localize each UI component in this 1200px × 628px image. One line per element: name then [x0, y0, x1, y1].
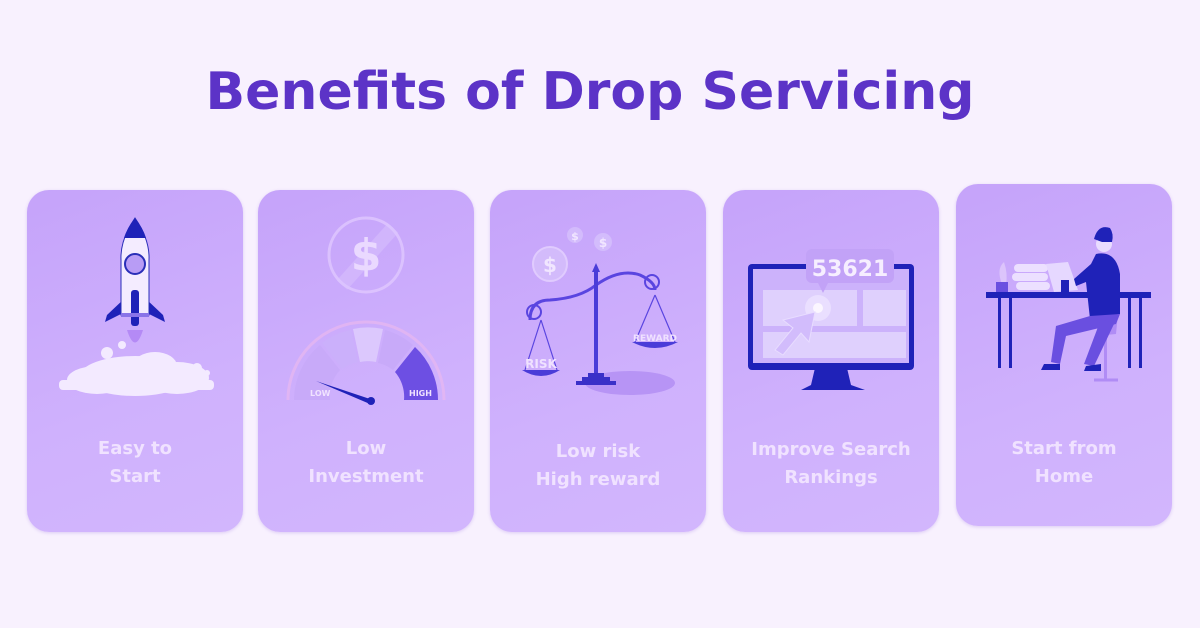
- card-label-line2: High reward: [535, 469, 661, 490]
- benefit-card-easy-to-start: Easy to Start: [27, 190, 243, 532]
- card-label: Improve Search Rankings: [723, 436, 939, 492]
- reward-label: REWARD: [633, 334, 677, 344]
- gauge-icon: $ LOW HIGH: [286, 216, 446, 405]
- svg-text:$: $: [351, 230, 382, 281]
- card-label-line2: Home: [1034, 466, 1094, 487]
- card-label-line1: Easy to: [97, 438, 173, 459]
- card-label-line1: Low risk: [555, 441, 641, 462]
- card-label: Low Investment: [258, 435, 474, 491]
- benefit-card-low-investment: $ LOW HIGH Low Investment: [258, 190, 474, 532]
- card-label: Easy to Start: [27, 435, 243, 491]
- card-label-line1: Low: [345, 438, 387, 459]
- card-label-line1: Improve Search: [751, 439, 911, 460]
- rocket-icon: [59, 217, 214, 396]
- svg-text:$: $: [599, 236, 607, 250]
- benefit-card-start-from-home: Start from Home: [956, 184, 1172, 526]
- card-label-line2: Rankings: [784, 467, 878, 488]
- monitor-icon: 53621: [748, 249, 914, 390]
- page-title: Benefits of Drop Servicing: [205, 62, 975, 122]
- desk-worker-icon: [986, 227, 1151, 382]
- benefit-card-improve-search-rankings: 53621 Improve Search Rankings: [723, 190, 939, 532]
- card-label-line2: Investment: [308, 466, 424, 487]
- svg-text:$: $: [571, 230, 579, 243]
- gauge-high-label: HIGH: [409, 389, 432, 398]
- risk-label: RISK: [525, 357, 557, 371]
- card-label-line1: Start from: [1011, 438, 1117, 459]
- svg-text:$: $: [543, 253, 557, 277]
- scale-icon: $ $ $ RISK REWARD: [522, 227, 678, 395]
- benefit-card-low-risk-high-reward: $ $ $ RISK REWARD Low risk High reward: [490, 190, 706, 532]
- card-label-line2: Start: [109, 466, 161, 487]
- card-label: Start from Home: [956, 435, 1172, 491]
- card-label: Low risk High reward: [490, 438, 706, 494]
- rank-counter: 53621: [812, 257, 889, 282]
- gauge-low-label: LOW: [310, 389, 331, 398]
